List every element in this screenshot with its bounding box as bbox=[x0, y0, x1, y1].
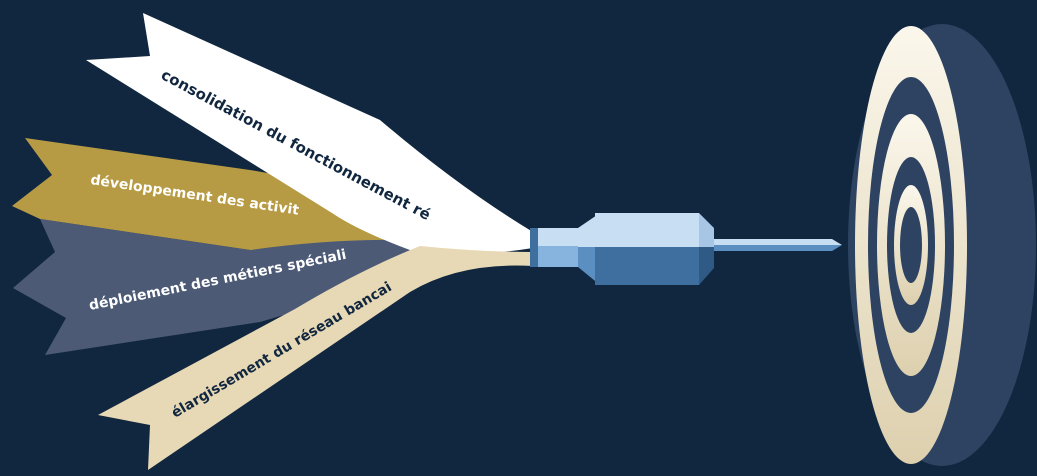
dart-barrel-top bbox=[595, 213, 699, 247]
target-bullseye bbox=[900, 207, 922, 283]
dart-needle-bottom bbox=[714, 245, 842, 251]
dart-needle-top bbox=[714, 239, 842, 245]
dart-icon bbox=[530, 213, 842, 285]
dart-taper-top bbox=[699, 213, 714, 247]
dart-barrel-bottom bbox=[595, 247, 699, 285]
target-icon bbox=[848, 24, 1036, 466]
dart-taper-bottom bbox=[699, 247, 714, 285]
dart-collar-edge bbox=[530, 228, 538, 267]
